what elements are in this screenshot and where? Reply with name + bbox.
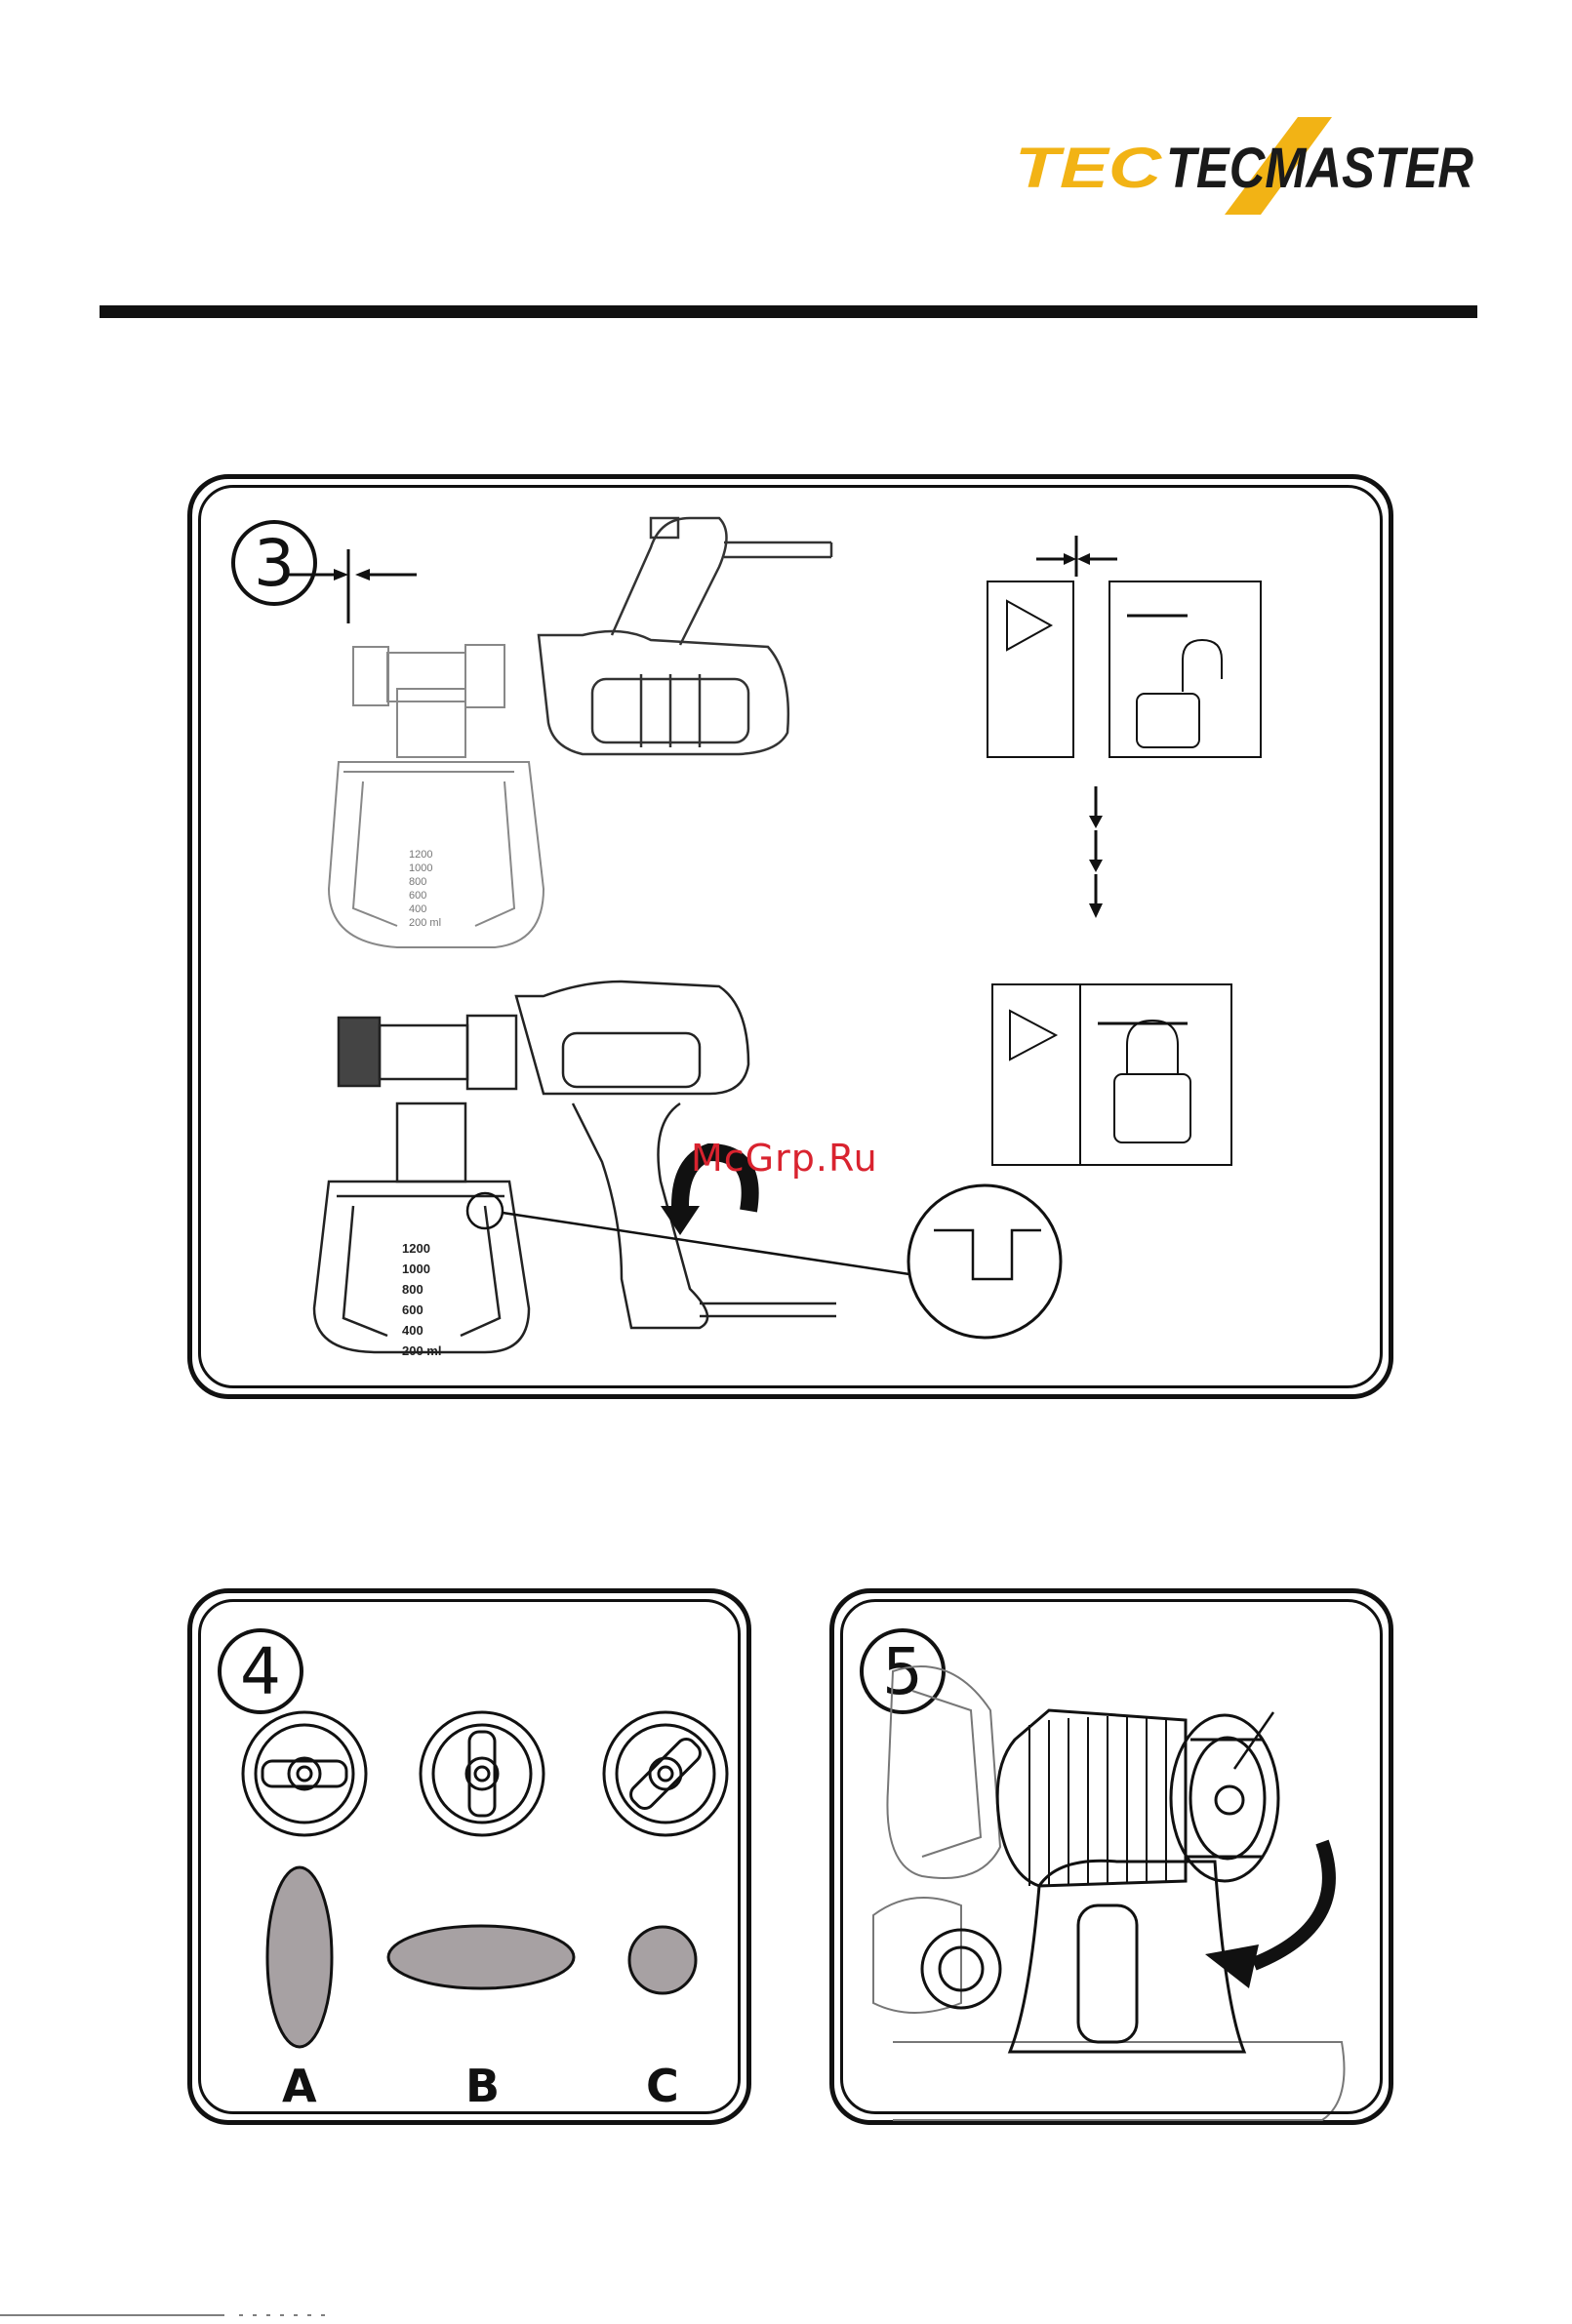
scale-mark: 1200 — [402, 1238, 441, 1259]
brand-name: TECMASTER — [1166, 137, 1473, 200]
scale-mark: 1000 — [402, 1259, 441, 1279]
scale-mark: 400 — [409, 902, 441, 916]
scale-labels-lower: 1200 1000 800 600 400 200 ml — [402, 1238, 441, 1361]
step-4-panel: 4 A B C — [187, 1588, 751, 2125]
scale-mark: 600 — [409, 889, 441, 902]
scale-mark: 800 — [409, 875, 441, 889]
scale-mark: 200 ml — [402, 1341, 441, 1361]
footer-line — [0, 2312, 351, 2318]
scale-mark: 1200 — [409, 848, 441, 861]
header-rule — [100, 305, 1477, 318]
spray-patterns — [267, 1867, 696, 2047]
spray-gun-separated-illustration — [192, 479, 1398, 1404]
scale-mark: 400 — [402, 1320, 441, 1341]
watermark: McGrp.Ru — [691, 1137, 878, 1180]
svg-text:TEC: TEC — [1015, 137, 1162, 200]
tecmaster-logo: TEC TECMASTER — [1005, 117, 1483, 215]
scale-mark: 600 — [402, 1300, 441, 1320]
step-3-panel: 3 — [187, 474, 1393, 1399]
scale-labels-upper: 1200 1000 800 600 400 200 ml — [409, 848, 441, 930]
pattern-b-shape — [388, 1926, 574, 1988]
pattern-c-shape — [629, 1927, 696, 1993]
nozzle-rotation-illustration — [834, 1593, 1398, 2130]
pattern-a-shape — [267, 1867, 332, 2047]
nozzle-positions-illustration — [192, 1593, 756, 2130]
pattern-label-c: C — [646, 2060, 679, 2112]
step-5-panel: 5 — [829, 1588, 1393, 2125]
pattern-label-b: B — [465, 2060, 500, 2112]
scale-mark: 800 — [402, 1279, 441, 1300]
scale-mark: 200 ml — [409, 916, 441, 930]
scale-mark: 1000 — [409, 861, 441, 875]
pattern-label-a: A — [282, 2060, 317, 2112]
